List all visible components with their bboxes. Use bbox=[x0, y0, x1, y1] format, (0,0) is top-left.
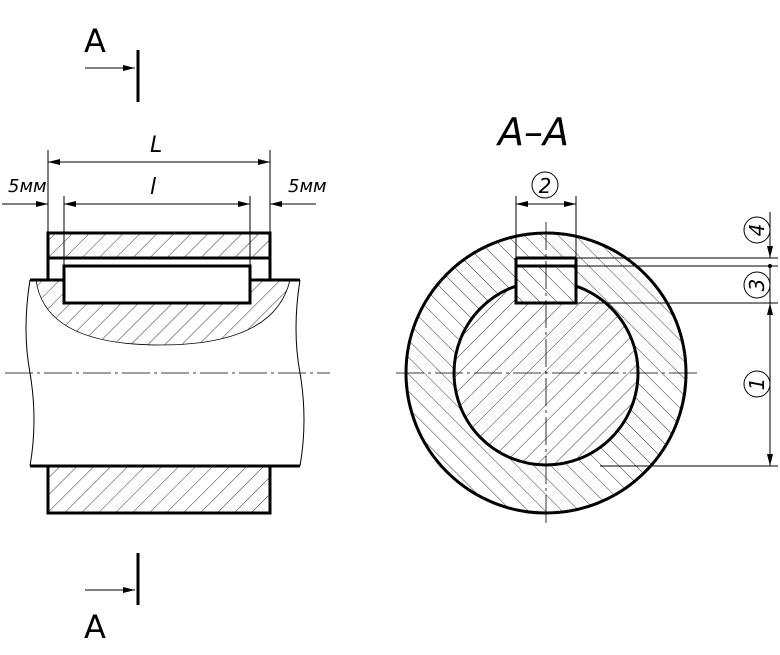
dimension-l-label: l bbox=[150, 175, 156, 200]
section-mark-bottom: A bbox=[84, 553, 140, 646]
section-letter-bottom: A bbox=[84, 608, 106, 646]
cross-section: A–A 2 4 3 1 bbox=[396, 110, 778, 525]
callout-4: 4 bbox=[745, 224, 769, 237]
section-title: A–A bbox=[495, 110, 569, 154]
dimension-L-label: L bbox=[150, 133, 162, 158]
side-view: L l 5мм 5мм bbox=[2, 133, 330, 515]
right-offset-label: 5мм bbox=[288, 176, 327, 197]
callout-2: 2 bbox=[539, 174, 552, 198]
hub-top bbox=[46, 231, 272, 260]
section-letter-top: A bbox=[84, 22, 106, 60]
section-mark-top: A bbox=[84, 22, 140, 102]
left-offset-label: 5мм bbox=[8, 176, 47, 197]
callout-1: 1 bbox=[745, 378, 769, 391]
hub-bottom bbox=[46, 464, 272, 515]
key bbox=[62, 264, 252, 305]
callout-3: 3 bbox=[745, 279, 769, 292]
